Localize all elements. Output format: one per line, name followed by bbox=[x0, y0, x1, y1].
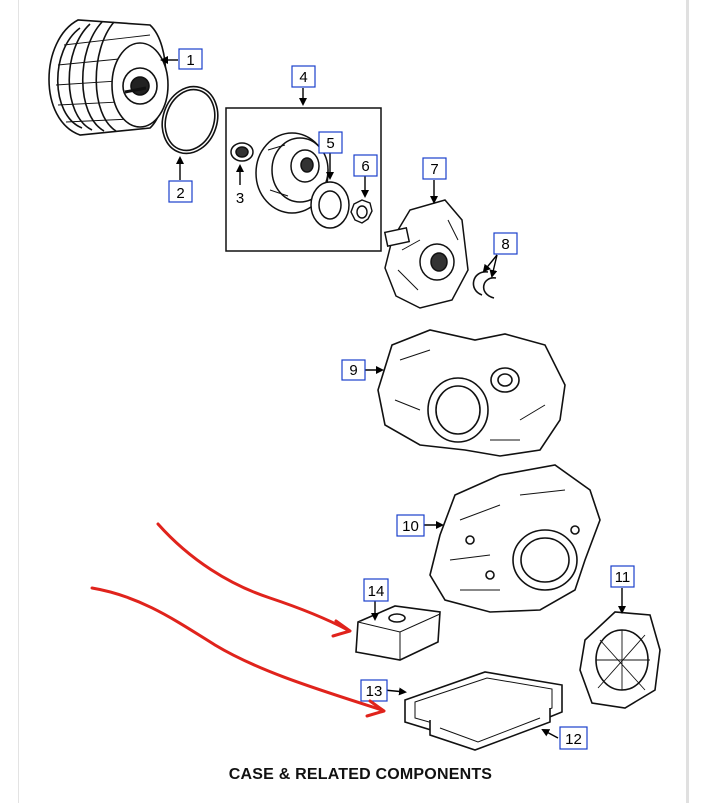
leader-lines bbox=[160, 56, 626, 739]
red-arrow-to-gasket bbox=[90, 586, 384, 712]
callout-12: 12 bbox=[565, 731, 582, 748]
converter-housing bbox=[377, 329, 566, 457]
callout-box-10 bbox=[396, 514, 425, 537]
red-arrow-to-filter bbox=[156, 522, 350, 632]
red-annotations bbox=[90, 522, 386, 718]
callout-boxes bbox=[168, 48, 635, 750]
inner-gear bbox=[350, 199, 373, 224]
stator-support bbox=[383, 199, 469, 309]
callout-7: 7 bbox=[430, 161, 438, 178]
callout-box-9 bbox=[341, 359, 366, 381]
side-cover bbox=[579, 611, 661, 709]
callout-9: 9 bbox=[349, 362, 357, 379]
pump-body bbox=[255, 132, 329, 214]
callout-box-1 bbox=[178, 48, 203, 70]
callout-numbers: 1 2 3 4 5 6 7 8 9 10 11 12 13 14 bbox=[176, 52, 630, 748]
callout-2: 2 bbox=[176, 185, 184, 202]
callout-4: 4 bbox=[299, 69, 307, 86]
callout-3: 3 bbox=[236, 190, 244, 207]
callout-box-5 bbox=[318, 131, 343, 154]
diagram-caption: CASE & RELATED COMPONENTS bbox=[228, 766, 493, 783]
callout-box-8 bbox=[493, 232, 518, 255]
callout-box-11 bbox=[610, 565, 635, 588]
oil-filter bbox=[355, 605, 441, 661]
callout-8: 8 bbox=[501, 236, 509, 253]
outer-gear bbox=[310, 181, 350, 229]
callout-13: 13 bbox=[366, 683, 383, 700]
o-ring bbox=[161, 85, 219, 155]
callout-box-7 bbox=[422, 157, 447, 180]
callout-box-12 bbox=[559, 726, 588, 750]
pump-assembly-box bbox=[225, 107, 382, 252]
callout-1: 1 bbox=[186, 52, 194, 69]
transaxle-case bbox=[429, 464, 601, 613]
callout-box-6 bbox=[353, 154, 378, 177]
callout-5: 5 bbox=[326, 135, 334, 152]
callout-box-4 bbox=[291, 65, 316, 88]
callout-box-14 bbox=[363, 578, 389, 602]
callout-box-2 bbox=[168, 180, 193, 203]
page-scrollbar bbox=[686, 0, 689, 803]
page-border-left bbox=[18, 0, 19, 803]
torque-converter bbox=[48, 19, 169, 136]
callout-11: 11 bbox=[615, 569, 631, 586]
callout-14: 14 bbox=[368, 583, 385, 600]
callout-box-13 bbox=[360, 679, 388, 702]
oil-pan-and-gasket bbox=[404, 671, 563, 751]
callout-10: 10 bbox=[402, 518, 419, 535]
red-arrowhead-gasket bbox=[365, 699, 386, 718]
red-arrowhead-filter bbox=[331, 619, 352, 638]
oil-seal bbox=[230, 142, 254, 162]
callout-6: 6 bbox=[361, 158, 369, 175]
